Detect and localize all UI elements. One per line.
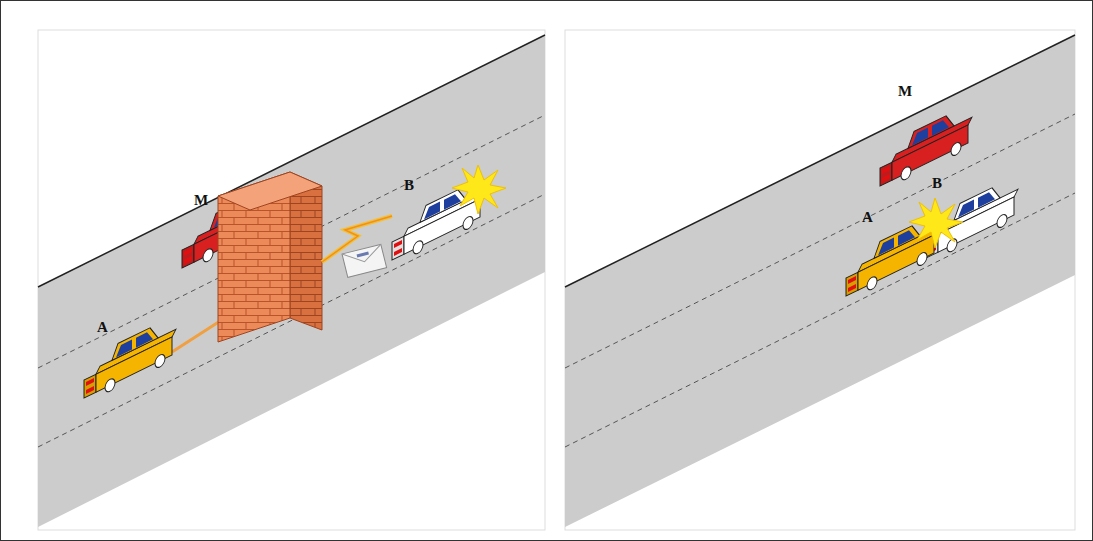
wall-side bbox=[290, 172, 322, 330]
car-m bbox=[880, 103, 972, 192]
crash-star bbox=[452, 165, 506, 214]
road bbox=[565, 35, 1075, 527]
car-label: B bbox=[404, 178, 414, 193]
car-label: A bbox=[97, 320, 108, 335]
road bbox=[38, 35, 545, 527]
left-panel bbox=[38, 30, 545, 530]
wall-top bbox=[218, 172, 322, 210]
car-a bbox=[84, 315, 176, 404]
envelope bbox=[342, 244, 387, 277]
crash-star bbox=[909, 198, 963, 248]
right-panel bbox=[565, 30, 1075, 530]
car-label: M bbox=[898, 84, 912, 99]
car-label: M bbox=[194, 193, 208, 208]
car-label: A bbox=[862, 210, 873, 225]
car-label: B bbox=[932, 176, 942, 191]
